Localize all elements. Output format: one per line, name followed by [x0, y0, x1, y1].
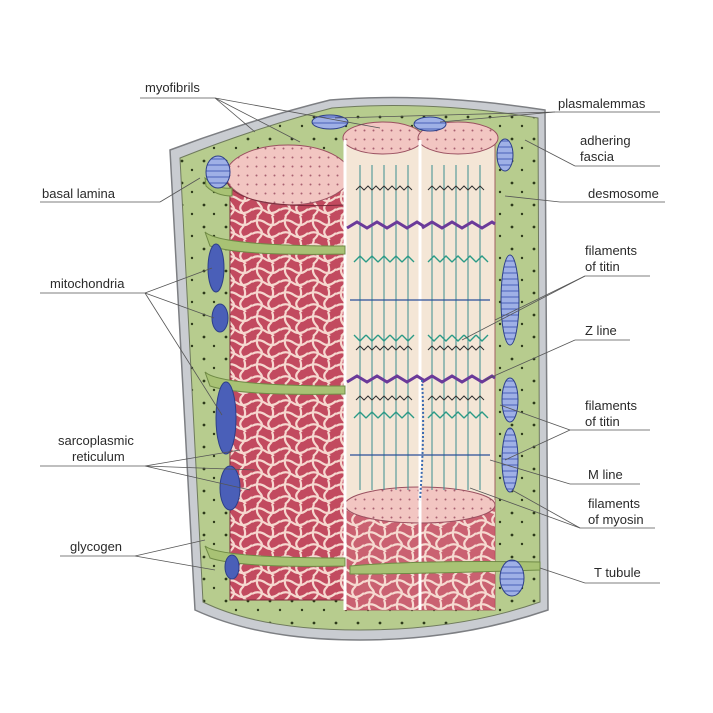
label-desmosome: desmosome — [588, 186, 659, 201]
myosin-filaments — [359, 165, 481, 490]
mitochondrion — [413, 116, 447, 132]
mitochondrion — [219, 465, 241, 511]
label-m-line: M line — [588, 467, 623, 482]
mitochondrion — [207, 243, 225, 293]
label-filaments-of-myosin-1: filaments — [588, 496, 641, 511]
t-tubules — [204, 176, 541, 575]
mitochondrion — [205, 155, 231, 189]
mitochondrion — [499, 559, 525, 597]
label-mitochondria: mitochondria — [50, 276, 125, 291]
label-filaments-of-titin-a-1: filaments — [585, 243, 638, 258]
mitochondrion — [501, 427, 519, 493]
central-titin-strand — [419, 379, 425, 501]
mitochondrion — [311, 114, 349, 130]
label-filaments-of-titin-b-2: of titin — [585, 414, 620, 429]
mitochondria-group — [205, 114, 525, 597]
mitochondrion — [501, 377, 519, 423]
leader-lines — [40, 97, 665, 584]
label-filaments-of-titin-b-1: filaments — [585, 398, 638, 413]
mitochondrion — [215, 381, 237, 455]
myofibril-center — [342, 121, 499, 611]
label-sarcoplasmic-reticulum-1: sarcoplasmic — [58, 433, 134, 448]
label-filaments-of-myosin-2: of myosin — [588, 512, 644, 527]
label-myofibrils: myofibrils — [145, 80, 200, 95]
mitochondrion — [211, 303, 229, 333]
m-line — [350, 299, 490, 456]
mitochondrion — [224, 554, 240, 580]
t-tubule-left-1 — [204, 231, 346, 255]
label-adhering-fascia-1: adhering — [580, 133, 631, 148]
label-plasmalemmas: plasmalemmas — [558, 96, 646, 111]
actin-arrowheads — [353, 255, 489, 419]
sarcomere-filaments — [346, 165, 496, 501]
myofibril-left — [225, 144, 351, 601]
label-z-line: Z line — [585, 323, 617, 338]
mitochondrion — [500, 254, 520, 346]
label-filaments-of-titin-a-2: of titin — [585, 259, 620, 274]
label-sarcoplasmic-reticulum-2: reticulum — [72, 449, 125, 464]
label-glycogen: glycogen — [70, 539, 123, 554]
t-tubule-right — [349, 561, 541, 575]
label-basal-lamina: basal lamina — [42, 186, 115, 201]
label-adhering-fascia-2: fascia — [580, 149, 614, 164]
titin-springs — [355, 185, 485, 401]
label-t-tubule: T tubule — [594, 565, 641, 580]
mitochondrion — [496, 138, 514, 172]
